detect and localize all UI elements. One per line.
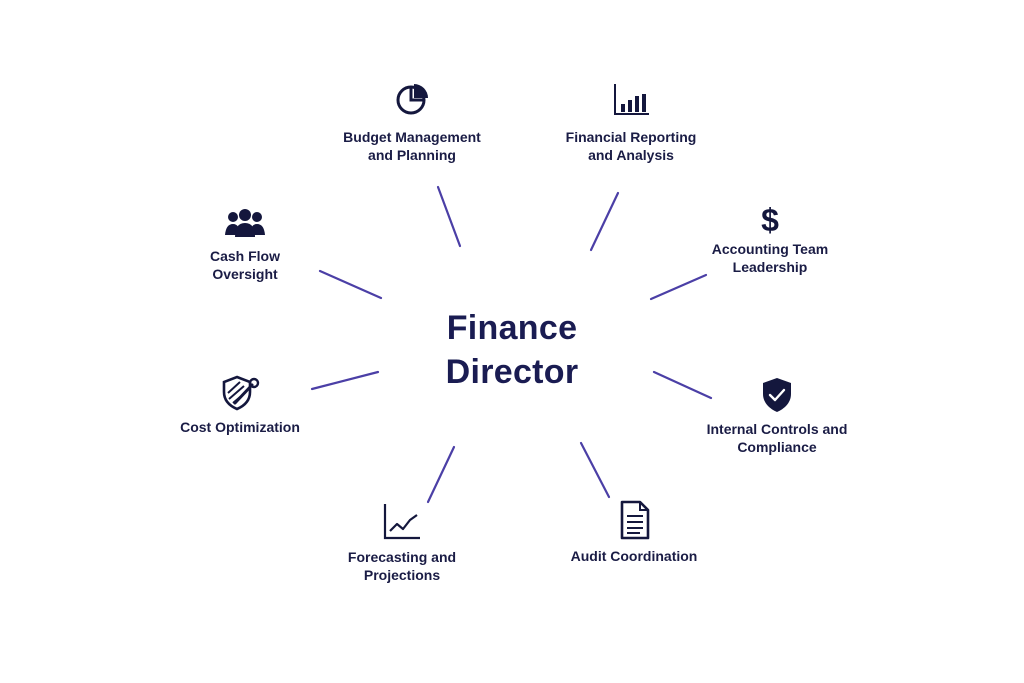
center-title-line1: Finance [446, 309, 578, 347]
connector-accounting [649, 273, 708, 301]
people-group-icon [225, 209, 265, 237]
node-label-reporting: Financial Reporting and Analysis [565, 129, 697, 163]
node-label-accounting: Accounting Team Leadership [711, 241, 829, 275]
document-icon [620, 500, 650, 540]
connector-cost [310, 370, 380, 391]
connector-budget [436, 185, 462, 248]
node-accounting: $ Accounting Team Leadership [690, 202, 850, 276]
shield-wrench-icon [222, 375, 260, 411]
line-chart-icon [383, 504, 420, 540]
node-label-forecasting: Forecasting and Projections [347, 549, 457, 583]
node-label-controls: Internal Controls and Compliance [706, 421, 848, 455]
svg-text:$: $ [761, 202, 779, 236]
connector-controls [652, 370, 713, 400]
node-cost: Cost Optimization [165, 373, 315, 436]
bar-chart-icon [614, 84, 649, 115]
node-label-audit: Audit Coordination [570, 548, 698, 564]
pie-chart-icon [396, 84, 428, 115]
connector-cashflow [318, 269, 383, 300]
node-budget: Budget Management and Planning [322, 80, 502, 164]
dollar-sign-icon: $ [761, 202, 779, 236]
center-title-line2: Director [445, 353, 579, 391]
node-cashflow: Cash Flow Oversight [170, 207, 320, 283]
connector-reporting [589, 191, 620, 252]
node-label-cashflow: Cash Flow Oversight [209, 248, 280, 282]
center-title: Finance Director [392, 306, 632, 394]
node-label-budget: Budget Management and Planning [343, 129, 481, 163]
connector-audit [579, 441, 611, 499]
node-forecasting: Forecasting and Projections [327, 502, 477, 584]
connector-forecasting [426, 445, 456, 504]
node-reporting: Financial Reporting and Analysis [541, 80, 721, 164]
node-controls: Internal Controls and Compliance [692, 376, 862, 456]
node-audit: Audit Coordination [559, 500, 709, 565]
node-label-cost: Cost Optimization [180, 419, 300, 435]
shield-check-icon [763, 378, 791, 412]
